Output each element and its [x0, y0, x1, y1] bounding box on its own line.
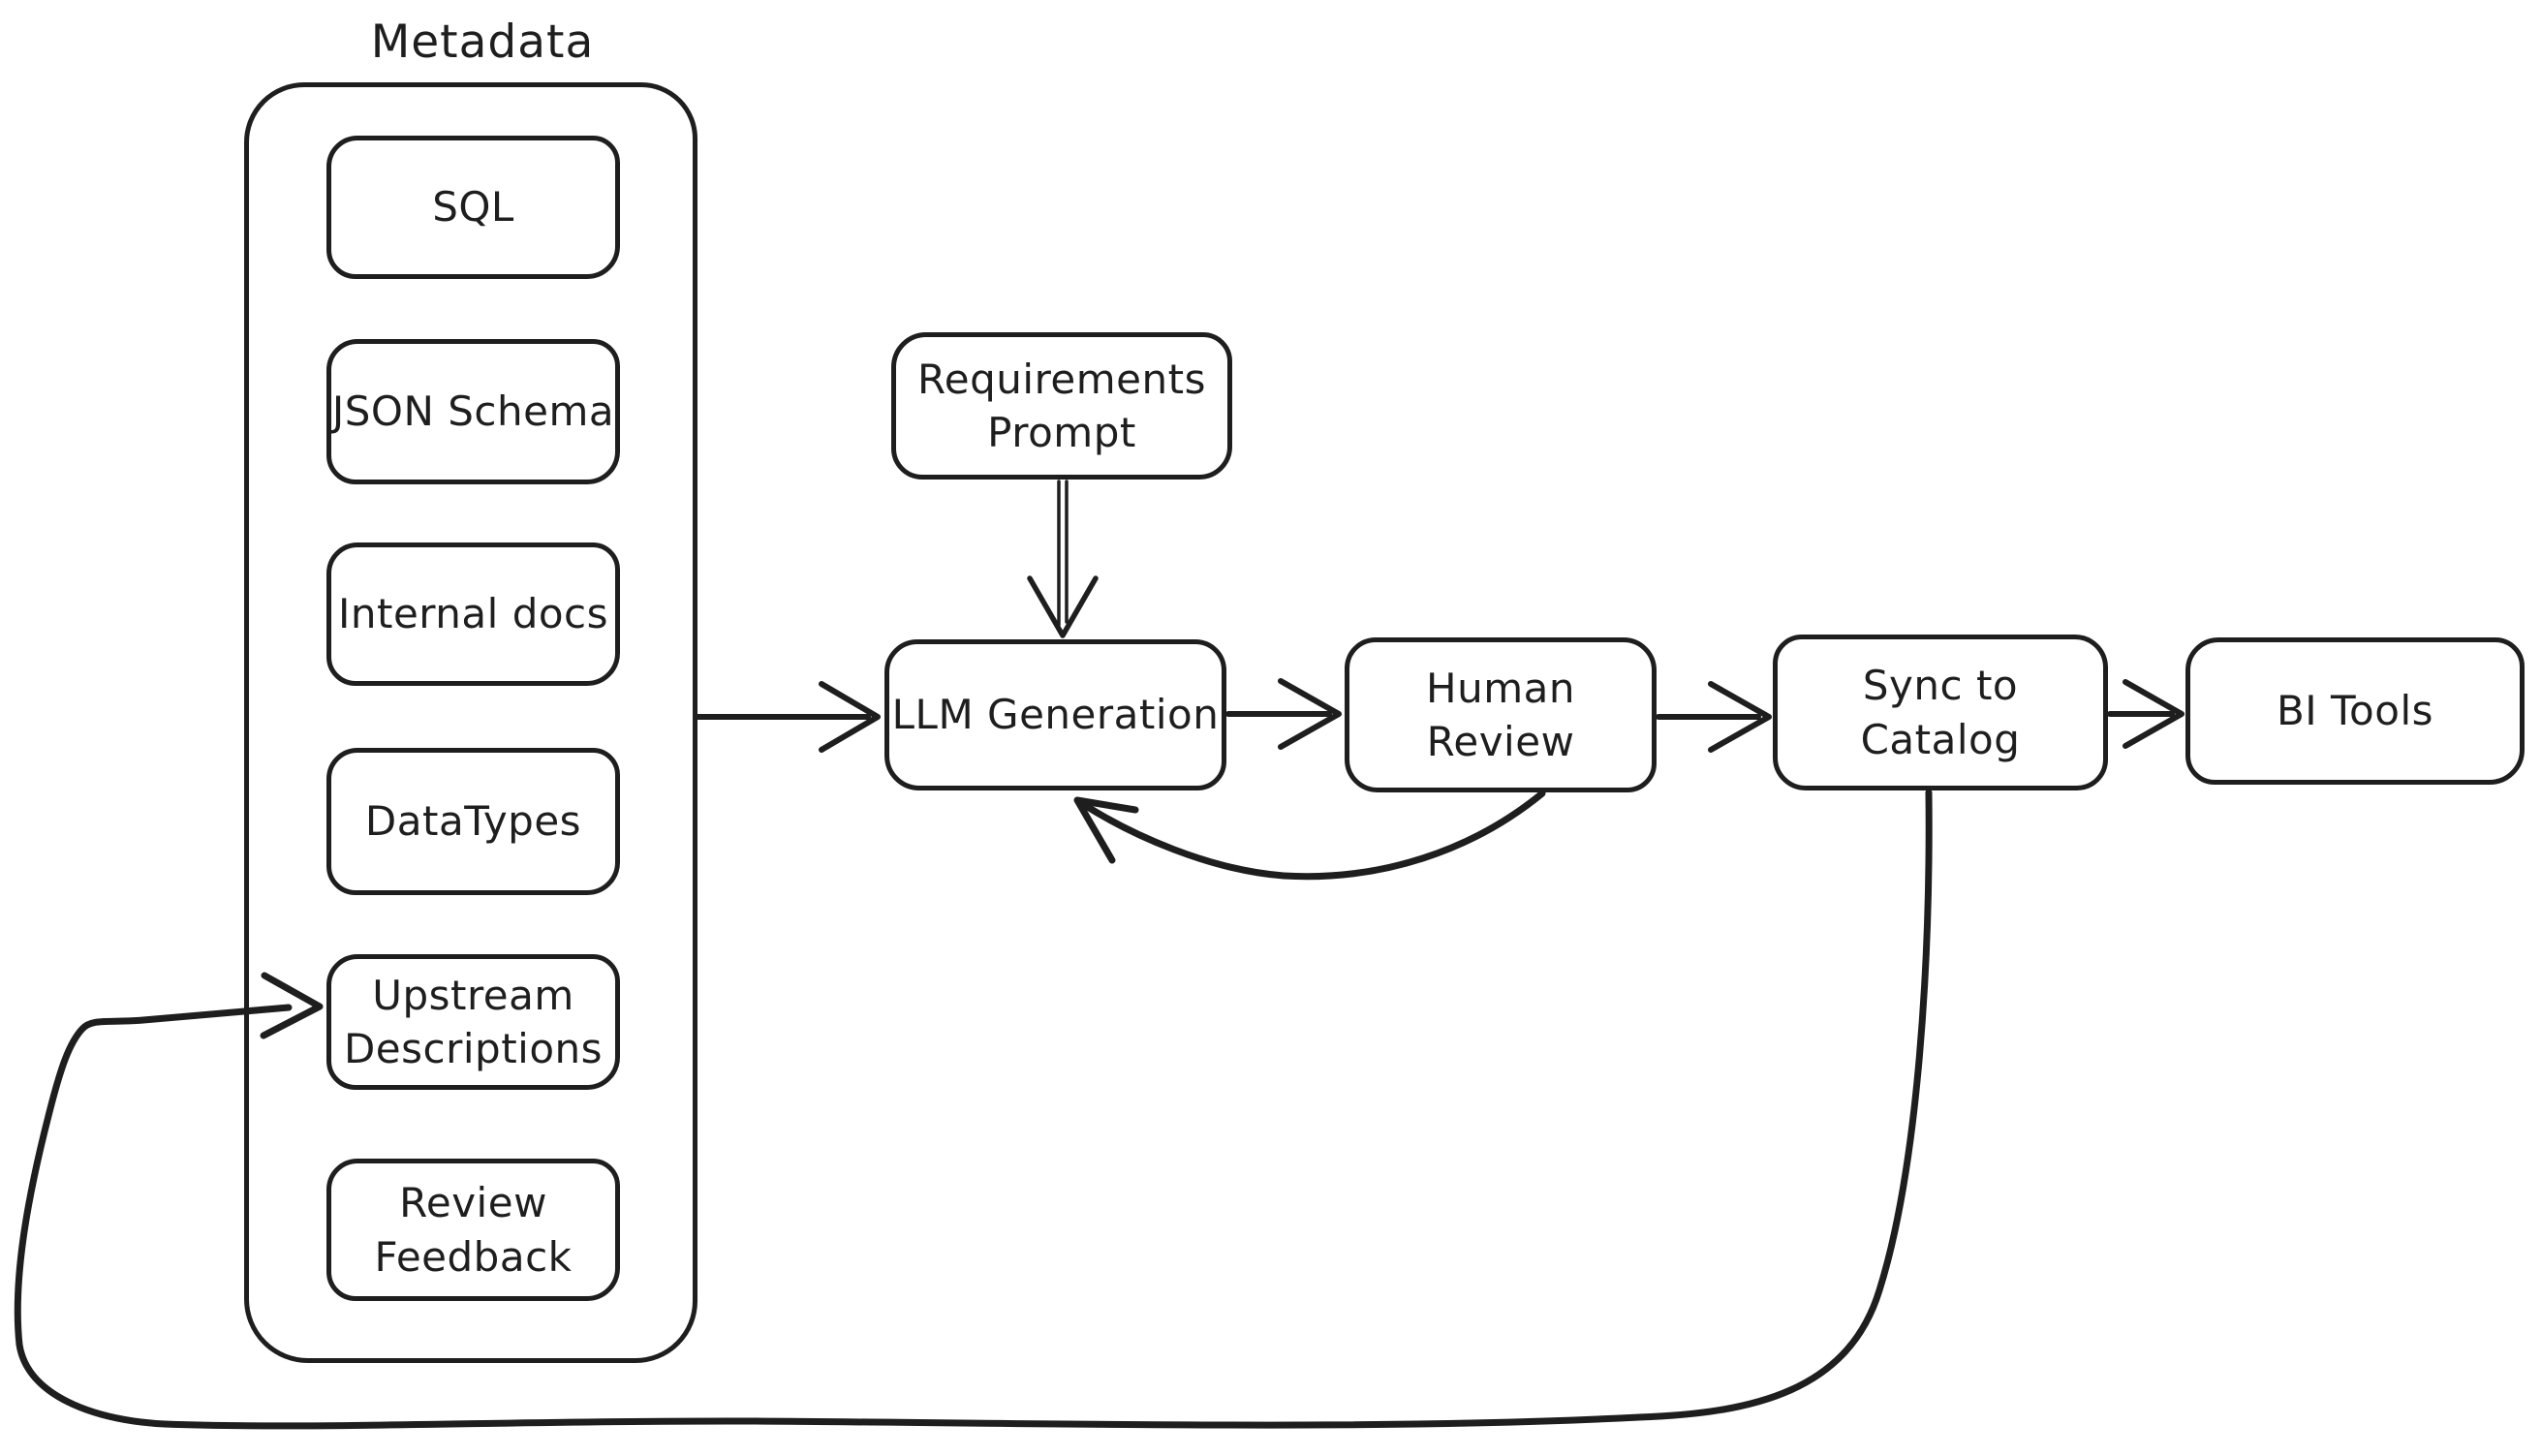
edge-metadata-group-to-llm-generation-arrowhead — [819, 681, 881, 753]
node-llm-generation: LLM Generation — [884, 639, 1226, 790]
node-internal-docs-label: Internal docs — [337, 590, 609, 638]
node-internal-docs: Internal docs — [326, 542, 620, 686]
node-upstream-descriptions: Upstream Descriptions — [326, 954, 620, 1090]
node-datatypes: DataTypes — [326, 748, 620, 895]
edge-human-review-to-llm-generation-line — [1079, 790, 1546, 881]
node-bi-tools: BI Tools — [2185, 637, 2525, 785]
node-human-review: Human Review — [1345, 637, 1657, 792]
node-sync-to-catalog-label: Sync to Catalog — [1860, 662, 2021, 763]
edge-human-review-to-llm-generation-arrowhead — [1073, 796, 1139, 864]
node-bi-tools-label: BI Tools — [2276, 687, 2433, 735]
metadata-group-title: Metadata — [370, 15, 595, 69]
node-sync-to-catalog: Sync to Catalog — [1773, 635, 2108, 790]
node-review-feedback: Review Feedback — [326, 1159, 620, 1301]
node-sql: SQL — [326, 136, 620, 279]
edge-llm-generation-to-human-review-arrowhead — [1278, 678, 1342, 750]
node-upstream-descriptions-label: Upstream Descriptions — [343, 971, 604, 1072]
node-datatypes-label: DataTypes — [364, 797, 582, 846]
edge-sync-to-catalog-to-bi-tools-arrowhead — [2123, 679, 2185, 749]
node-llm-generation-label: LLM Generation — [891, 691, 1220, 739]
node-review-feedback-label: Review Feedback — [374, 1179, 573, 1281]
node-requirements-prompt-label: Requirements Prompt — [917, 355, 1206, 456]
metadata-group-box — [244, 82, 697, 1363]
node-requirements-prompt: Requirements Prompt — [891, 332, 1232, 480]
node-sql-label: SQL — [432, 183, 514, 232]
node-json-schema: JSON Schema — [326, 339, 620, 484]
node-human-review-label: Human Review — [1426, 664, 1575, 765]
edge-requirements-prompt-to-llm-generation-arrowhead — [1027, 575, 1099, 638]
edge-human-review-to-sync-to-catalog-arrowhead — [1708, 681, 1772, 753]
node-json-schema-label: JSON Schema — [331, 387, 615, 436]
